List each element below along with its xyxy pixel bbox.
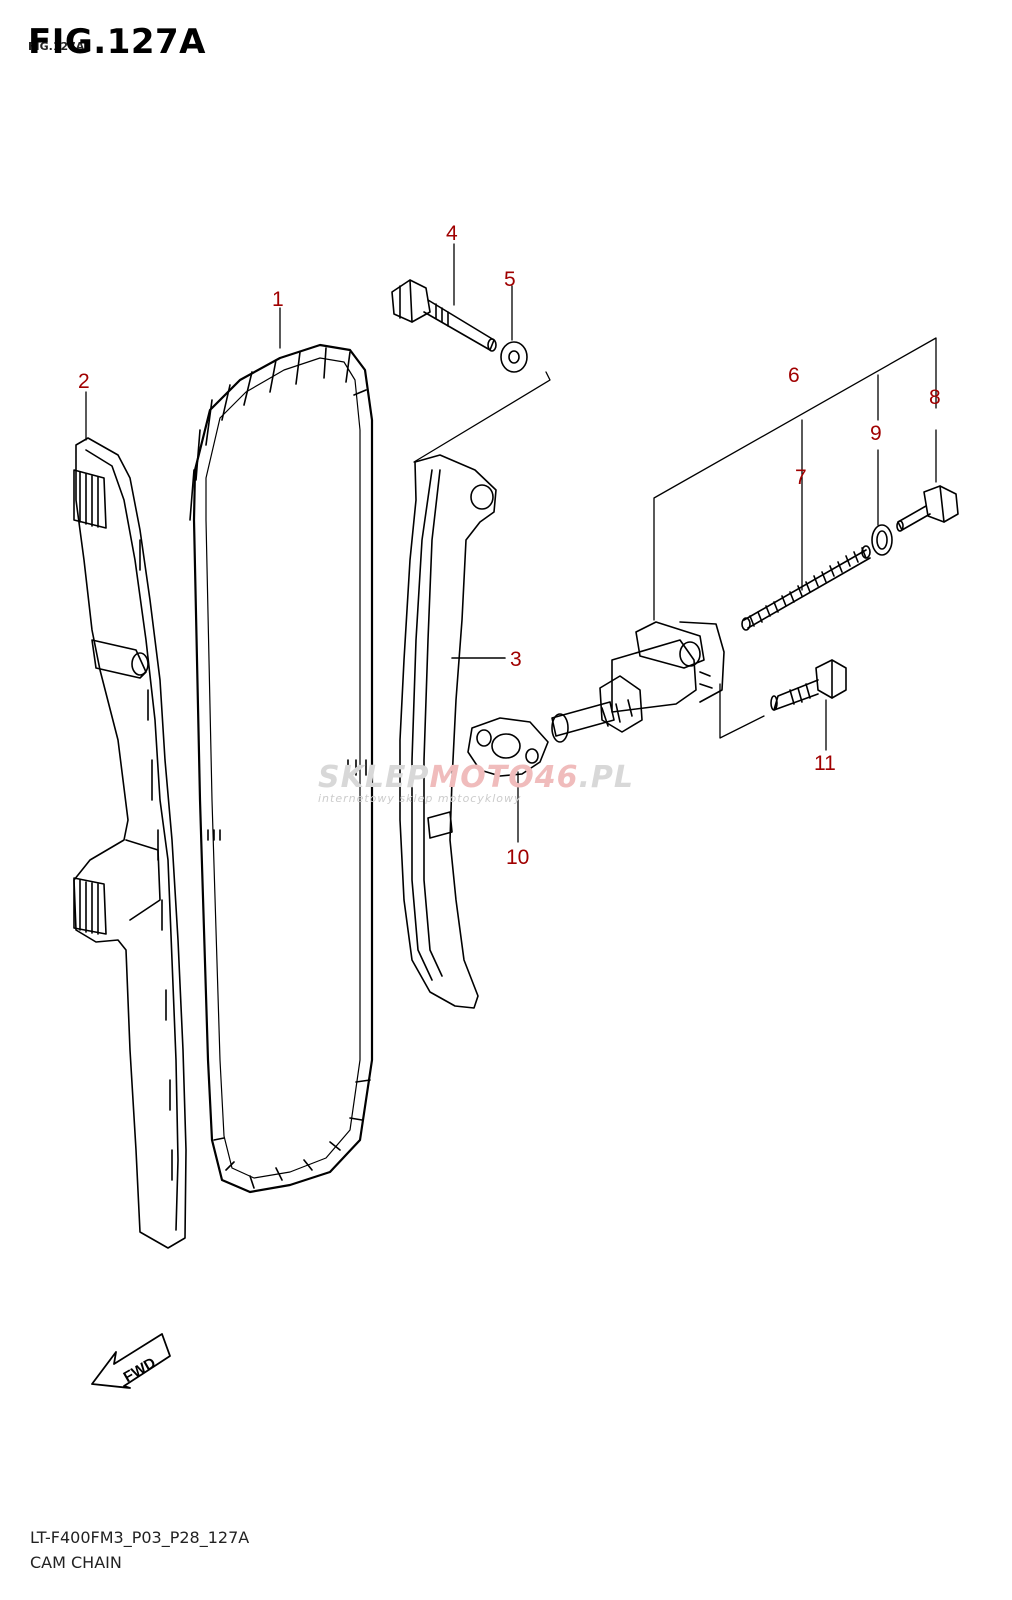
- tensioner-adjuster: [551, 621, 725, 743]
- callout-5: 5: [504, 268, 516, 291]
- callout-11: 11: [814, 752, 836, 775]
- fwd-label: FWD: [121, 1354, 159, 1386]
- callout-4: 4: [446, 222, 458, 245]
- watermark: SKLEPMOTO46.PL: [318, 760, 634, 795]
- watermark-brand: SKLEP: [318, 760, 430, 795]
- watermark-tld: .PL: [578, 760, 635, 795]
- callout-9: 9: [870, 422, 882, 445]
- callout-1: 1: [272, 288, 284, 311]
- cap-bolt: [896, 485, 959, 532]
- o-ring: [871, 524, 893, 556]
- callout-3: 3: [510, 648, 522, 671]
- callout-6: 6: [788, 364, 800, 387]
- figure-subtitle: FIG.127A: [28, 40, 85, 53]
- watermark-accent: MOTO46: [429, 760, 579, 795]
- callout-10: 10: [506, 846, 529, 869]
- tensioner-spring: [741, 545, 871, 631]
- guide-bolt: [391, 279, 497, 352]
- figure-name: CAM CHAIN: [30, 1553, 122, 1572]
- chain-guide-rear: [73, 437, 187, 1249]
- chain-guide-front: [399, 454, 506, 1009]
- leader-lines: [85, 243, 937, 843]
- callout-8: 8: [929, 386, 941, 409]
- tensioner-bolt: [770, 659, 847, 711]
- tensioner-gasket: [467, 717, 549, 777]
- watermark-tagline: internetowy sklep motocyklowy: [318, 792, 522, 805]
- callout-2: 2: [78, 370, 90, 393]
- cam-chain: [189, 343, 374, 1194]
- figure-title: FIG.127A: [28, 22, 206, 62]
- washer: [500, 341, 528, 373]
- fwd-arrow: [91, 1333, 171, 1389]
- callout-7: 7: [795, 466, 807, 489]
- figure-code: LT-F400FM3_P03_P28_127A: [30, 1528, 250, 1547]
